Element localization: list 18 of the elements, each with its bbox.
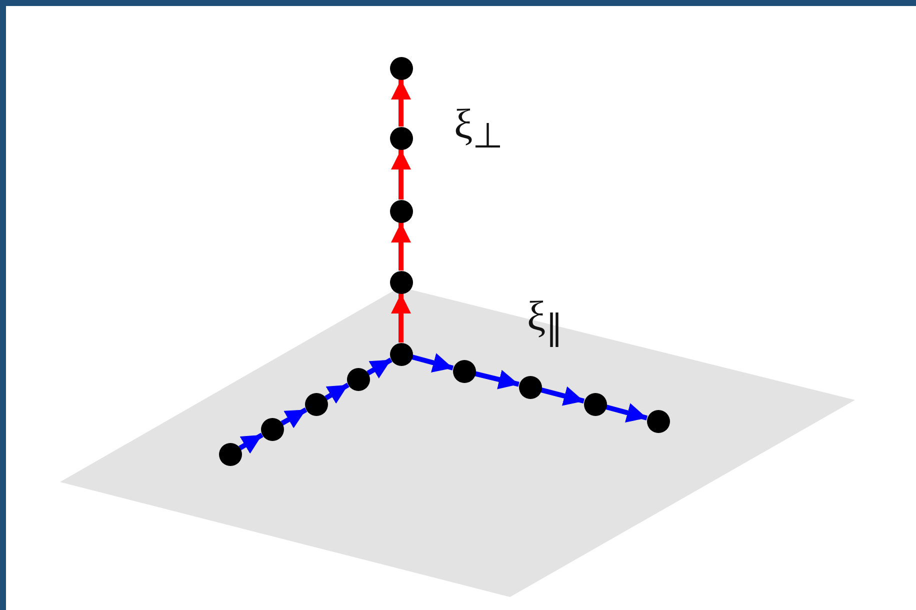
lattice-point bbox=[390, 270, 412, 294]
arrow bbox=[366, 358, 392, 378]
lattice-point bbox=[390, 126, 412, 150]
arrow bbox=[280, 408, 308, 428]
arrow bbox=[605, 403, 648, 422]
axis-label: ξ$_{∥}$ bbox=[527, 296, 564, 346]
arrow bbox=[391, 222, 411, 270]
axis-label: ξ$_{⊥}$ bbox=[454, 104, 503, 154]
arrow bbox=[238, 432, 264, 454]
arrow bbox=[411, 353, 454, 372]
arrow bbox=[324, 382, 350, 404]
arrow bbox=[391, 150, 411, 200]
arrow bbox=[391, 294, 411, 342]
arrow bbox=[474, 370, 520, 390]
arrow bbox=[540, 386, 584, 406]
lattice-point bbox=[390, 200, 412, 222]
lattice-point bbox=[390, 56, 412, 80]
arrow bbox=[391, 80, 411, 126]
